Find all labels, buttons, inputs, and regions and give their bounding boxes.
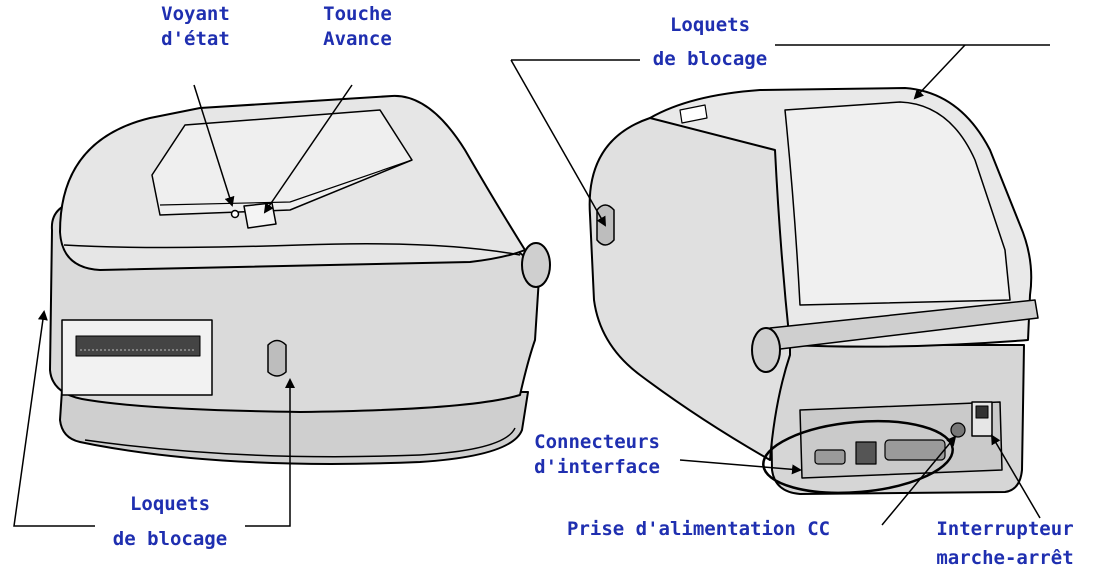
release-latches-front-label-line1: Loquets — [129, 493, 211, 515]
front-side-knob — [521, 242, 551, 288]
paper-exit-slot — [61, 319, 213, 396]
rear-cover-panel — [784, 101, 1011, 306]
rear-latches-leader-left-diag — [510, 59, 606, 227]
serial-port-shape — [814, 449, 846, 465]
dc-power-label: Prise d'alimentation CC — [567, 518, 831, 540]
callout-lines — [13, 44, 1050, 527]
interface-connectors-label-line1: Connecteurs — [534, 431, 660, 453]
feed-button-shape — [243, 202, 277, 229]
power-switch-label: Interrupteur marche-arrêt — [910, 517, 1100, 571]
front-latches-leader-right — [245, 378, 295, 527]
power-switch-label-line2: marche-arrêt — [936, 547, 1074, 569]
rear-printer-illustration — [588, 87, 1039, 495]
feed-button-label: Touche Avance — [300, 2, 415, 52]
rear-latches-leader-right-diag — [913, 44, 966, 100]
status-light-dot — [230, 209, 240, 219]
rear-side-knob — [751, 327, 781, 373]
release-latches-front-label-line2: de blocage — [112, 528, 228, 550]
usb-port-shape — [855, 441, 877, 465]
status-light-label: Voyant d'état — [138, 2, 253, 52]
power-switch-leader — [990, 434, 1041, 519]
dc-power-leader — [881, 435, 957, 526]
front-latch-shape — [267, 339, 287, 377]
rear-latch-shape — [596, 204, 615, 246]
rear-printer-side — [588, 97, 791, 461]
status-light-label-line1: Voyant — [161, 3, 230, 25]
feed-button-label-line1: Touche — [323, 3, 392, 25]
release-latches-rear-label: Loquets de blocage — [630, 13, 790, 72]
status-light-leader — [193, 84, 235, 207]
release-latches-rear-label-line2: de blocage — [652, 48, 768, 70]
status-light-label-line2: d'état — [161, 28, 230, 50]
interface-connectors-label: Connecteurs d'interface — [500, 430, 660, 480]
feed-button-label-line2: Avance — [323, 28, 392, 50]
release-latches-front-label: Loquets de blocage — [70, 492, 270, 552]
power-switch-label-line1: Interrupteur — [936, 518, 1074, 540]
front-printer-illustration — [49, 94, 551, 465]
front-latches-leader-left — [13, 310, 95, 527]
interface-connectors-label-line2: d'interface — [534, 456, 660, 478]
interface-connectors-leader — [679, 459, 802, 475]
connector-highlight-ellipse — [762, 419, 954, 495]
dc-power-jack-shape — [950, 422, 966, 438]
release-latches-rear-label-line1: Loquets — [669, 14, 751, 36]
feed-button-leader — [263, 84, 353, 214]
parallel-port-shape — [884, 439, 946, 461]
